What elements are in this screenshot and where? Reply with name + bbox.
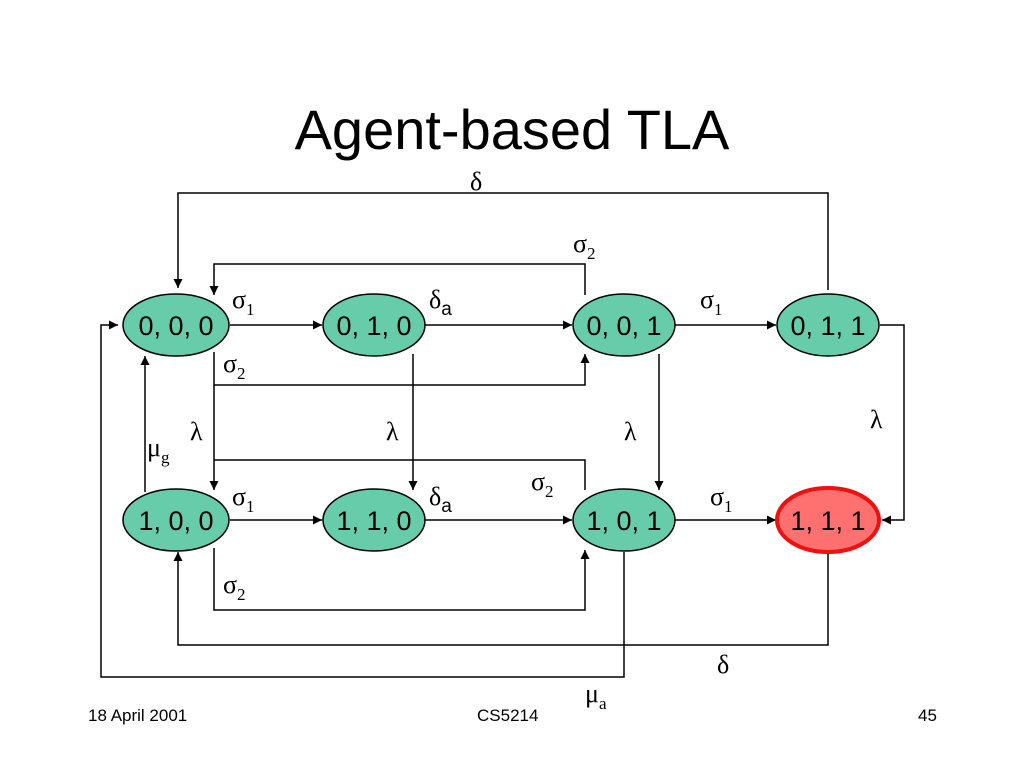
label-sigma1-row0-right: σ1: [700, 285, 723, 319]
mu-symbol: μ: [147, 433, 161, 462]
delta-subscript: a: [441, 299, 452, 320]
state-111-label: 1, 1, 1: [790, 506, 865, 536]
state-100-node: [122, 488, 230, 552]
state-110-label: 1, 1, 0: [336, 506, 411, 536]
state-001-node: [572, 293, 676, 357]
state-111-node: [775, 486, 881, 554]
sigma-subscript: 1: [246, 497, 255, 516]
edge-sigma2-top: [209, 263, 586, 295]
label-sigma2-top: σ2: [573, 229, 596, 263]
edge-sigma2-row1-top: [214, 459, 586, 490]
state-000-node: [122, 293, 230, 357]
delta-symbol: δ: [717, 650, 729, 679]
slide-title: Agent-based TLA: [294, 98, 730, 161]
label-sigma2-row1-bottom: σ2: [223, 570, 246, 604]
label-lambda-0: λ: [190, 417, 203, 446]
sigma-subscript: 1: [246, 300, 255, 319]
label-delta-bottom: δ: [717, 650, 729, 679]
footer-date: 18 April 2001: [88, 706, 188, 725]
label-lambda-3: λ: [870, 405, 883, 434]
state-101-node: [572, 488, 676, 552]
delta-symbol: δ: [429, 285, 441, 314]
label-lambda-1: λ: [386, 417, 399, 446]
edge-lambda-3: [880, 324, 905, 525]
state-100-label: 1, 0, 0: [138, 506, 213, 536]
label-sigma1-row0-left: σ1: [232, 285, 255, 319]
sigma-subscript: 2: [545, 482, 554, 501]
state-011-node: [776, 293, 880, 357]
label-delta-top: δ: [470, 167, 482, 196]
sigma-subscript: 2: [237, 585, 246, 604]
label-sigma2-row0-bottom: σ2: [223, 349, 246, 383]
sigma-symbol: σ: [223, 349, 237, 378]
sigma-symbol: σ: [232, 285, 246, 314]
state-000-label: 0, 0, 0: [138, 311, 213, 341]
state-010-label: 0, 1, 0: [336, 311, 411, 341]
label-delta-a-row1: δa: [429, 482, 452, 517]
sigma-symbol: σ: [232, 482, 246, 511]
edge-mu-a: [100, 320, 625, 678]
state-101-label: 1, 0, 1: [586, 506, 661, 536]
state-010-node: [322, 293, 426, 357]
edge-sigma2-row1-bottom: [213, 548, 590, 611]
sigma-symbol: σ: [223, 570, 237, 599]
edge-delta-top: [173, 192, 829, 290]
state-011-label: 0, 1, 1: [790, 311, 865, 341]
label-sigma2-row1-top: σ2: [531, 467, 554, 501]
sigma-symbol: σ: [573, 229, 587, 258]
label-sigma1-row1-right: σ1: [710, 482, 733, 516]
sigma-subscript: 2: [237, 364, 246, 383]
mu-subscript: g: [161, 448, 170, 467]
sigma-subscript: 1: [724, 497, 733, 516]
delta-symbol: δ: [470, 167, 482, 196]
label-lambda-2: λ: [624, 417, 637, 446]
sigma-subscript: 1: [714, 300, 723, 319]
mu-symbol: μ: [585, 679, 599, 708]
delta-subscript: a: [441, 496, 452, 517]
label-sigma1-row1-left: σ1: [232, 482, 255, 516]
sigma-symbol: σ: [710, 482, 724, 511]
footer-course: CS5214: [477, 706, 539, 725]
mu-subscript: a: [599, 694, 607, 713]
sigma-symbol: σ: [531, 467, 545, 496]
label-mu-a: μa: [585, 679, 607, 713]
state-110-node: [322, 488, 426, 552]
edge-sigma2-row0-bottom: [213, 352, 590, 386]
footer-page-number: 45: [918, 706, 937, 725]
edge-delta-bottom: [173, 552, 829, 646]
sigma-symbol: σ: [700, 285, 714, 314]
label-delta-a-row0: δa: [429, 285, 452, 320]
label-mu-g: μg: [147, 433, 170, 467]
sigma-subscript: 2: [587, 244, 596, 263]
state-001-label: 0, 0, 1: [586, 311, 661, 341]
delta-symbol: δ: [429, 482, 441, 511]
